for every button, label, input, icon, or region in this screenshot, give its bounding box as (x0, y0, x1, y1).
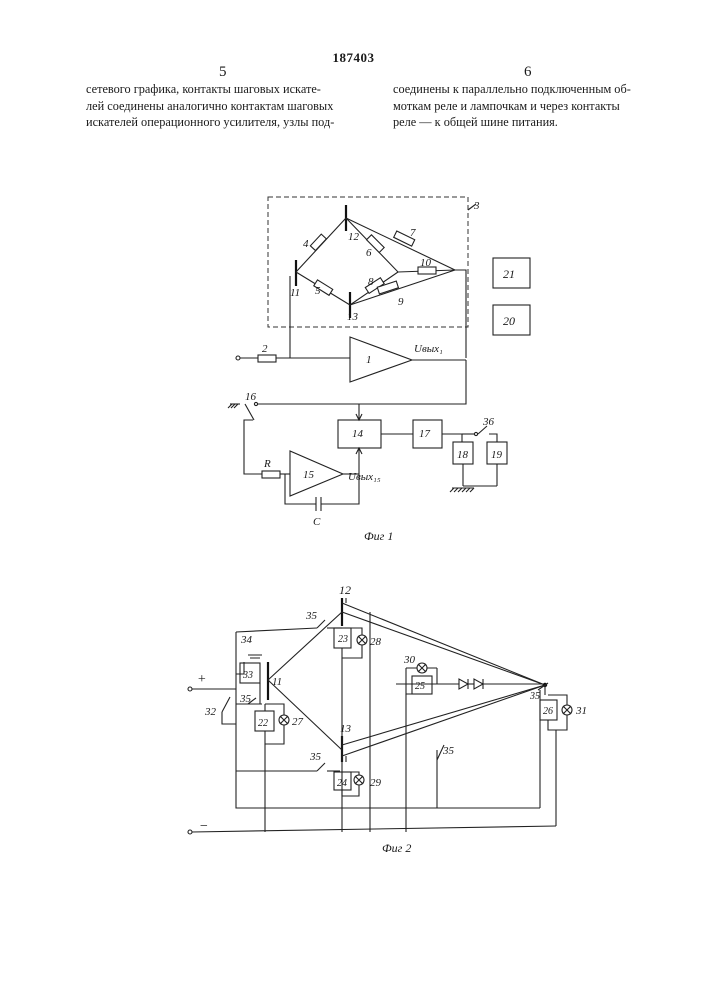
label-35: 35 (529, 691, 540, 702)
label-30: 30 (403, 654, 416, 666)
capacitor-C (316, 497, 321, 511)
label-25: 25 (415, 681, 425, 692)
label-R: R (263, 458, 271, 470)
diode-1 (459, 679, 468, 689)
label-29: 29 (370, 777, 382, 789)
label-27: 27 (292, 716, 304, 728)
label-11: 11 (290, 287, 300, 299)
label-22: 22 (258, 718, 268, 729)
resistor-R (262, 471, 280, 478)
label-5: 5 (315, 285, 321, 297)
label-35: 35 (442, 745, 455, 757)
label-4: 4 (303, 238, 309, 250)
label-uout1: Uвых₁ (414, 343, 443, 355)
amplifier-1 (350, 337, 412, 382)
label-35: 35 (239, 693, 252, 705)
label-14: 14 (352, 428, 364, 440)
label-3: 3 (473, 200, 480, 212)
label-2: 2 (262, 343, 268, 355)
label-31: 31 (575, 705, 587, 717)
figure-2-caption: Фиг 2 (382, 841, 411, 855)
label-19: 19 (491, 449, 503, 461)
label-24: 24 (337, 778, 347, 789)
label-17: 17 (419, 428, 431, 440)
label-C: C (313, 516, 321, 528)
label-13: 13 (340, 723, 352, 735)
label-35: 35 (305, 610, 318, 622)
label-23: 23 (338, 634, 348, 645)
label-uout15: Uвых₁₅ (348, 471, 381, 483)
label-9: 9 (398, 296, 404, 308)
label-13: 13 (347, 311, 359, 323)
label-26: 26 (543, 706, 553, 717)
label-1: 1 (366, 354, 372, 366)
label-6: 6 (366, 247, 372, 259)
label-34: 34 (240, 634, 253, 646)
figure-1-caption: Фиг 1 (364, 529, 393, 543)
amplifier-15 (290, 451, 343, 496)
label-18: 18 (457, 449, 469, 461)
label-7: 7 (410, 227, 416, 239)
minus-terminal-label: − (199, 819, 208, 834)
label-32: 32 (204, 706, 217, 718)
label-8: 8 (368, 276, 374, 288)
label-11: 11 (272, 676, 282, 688)
label-21: 21 (503, 267, 515, 281)
label-35: 35 (309, 751, 322, 763)
label-12: 12 (339, 583, 351, 597)
label-36: 36 (482, 416, 495, 428)
label-33: 33 (242, 670, 253, 681)
label-12: 12 (348, 231, 360, 243)
label-20: 20 (503, 314, 515, 328)
plus-terminal-label: + (197, 672, 206, 687)
figure-1: 3 4 12 6 7 8 10 9 11 5 13 21 20 2 1 Uвых… (228, 197, 530, 543)
label-10: 10 (420, 257, 432, 269)
figure-2: 12 35 23 28 34 33 11 35 32 22 27 13 35 2… (188, 583, 587, 855)
label-28: 28 (370, 636, 382, 648)
label-16: 16 (245, 391, 257, 403)
label-15: 15 (303, 469, 315, 481)
diode-2 (474, 679, 483, 689)
resistor-2 (258, 355, 276, 362)
